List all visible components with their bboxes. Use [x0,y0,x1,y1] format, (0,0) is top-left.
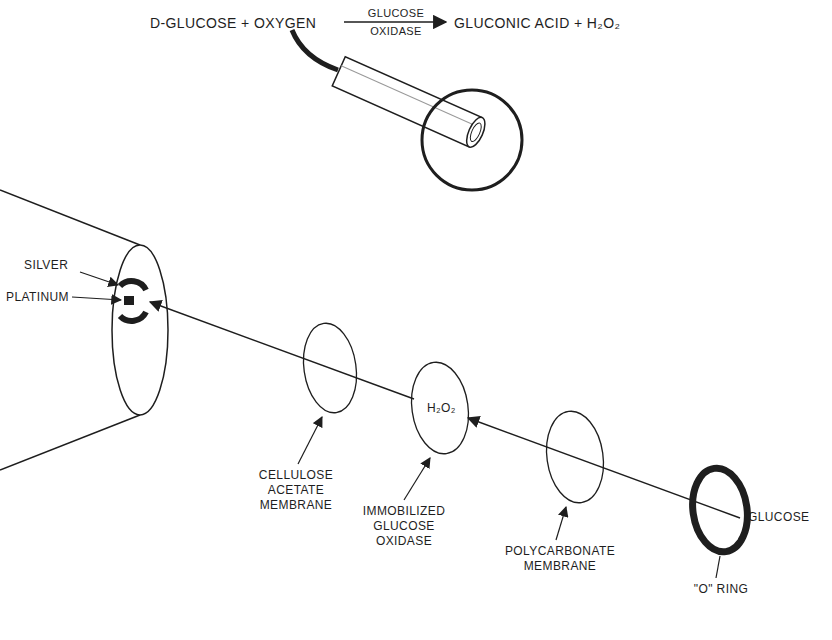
reaction-arrow [344,21,446,23]
part-label: POLYCARBONATE MEMBRANE [496,544,624,574]
o-ring [687,465,752,556]
part-label: IMMOBILIZED GLUCOSE OXIDASE [350,504,458,549]
probe-body [332,57,488,150]
peroxide-arrow [150,302,414,399]
silver-electrode [120,281,146,290]
probe-enlarged [0,190,168,470]
leader-line [72,297,121,300]
equation-products: GLUCONIC ACID + H₂O₂ [454,14,620,32]
part-label: CELLULOSE ACETATE MEMBRANE [238,468,354,513]
leader-line [298,417,322,464]
magnifier-circle [422,90,522,190]
leader-line [716,556,720,578]
enzyme-name: GLUCOSE OXIDASE [358,4,434,40]
o-ring-highlight [734,536,738,540]
part-label: PLATINUM [6,290,69,305]
probe-cable [292,30,338,70]
flow-label: GLUCOSE [748,510,809,525]
silver-electrode [120,312,146,321]
glucose-arrow [468,418,740,518]
part-label: "O" RING [686,582,756,597]
platinum-electrode [124,296,134,305]
part-label: SILVER [24,258,68,273]
leader-line [80,272,118,285]
leader-line [556,507,566,540]
leader-line [404,458,430,500]
enzyme-membrane [406,359,474,458]
equation-reactants: D-GLUCOSE + OXYGEN [150,14,316,32]
species-label: H₂O₂ [424,401,459,416]
